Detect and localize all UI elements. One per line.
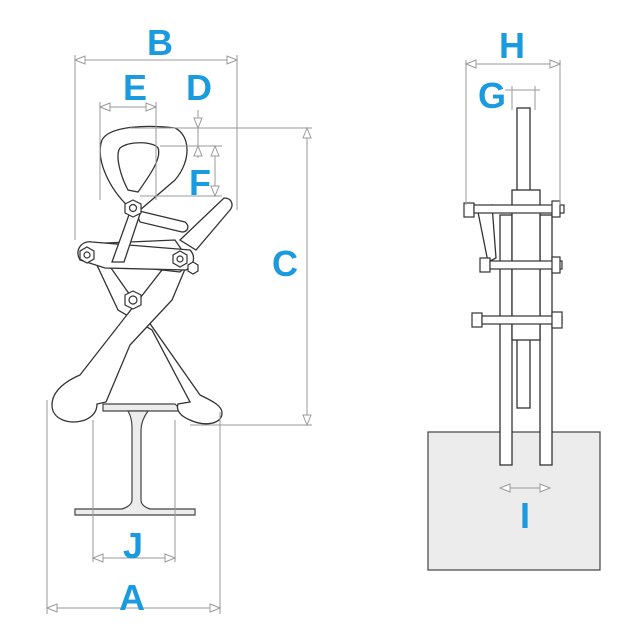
label-e: E [123,67,147,108]
side-view [427,107,601,571]
front-view [51,125,233,516]
label-d: D [186,67,212,108]
lock-lever [133,209,189,233]
label-g: G [478,75,506,116]
bolts-side [463,200,565,329]
nut-small [187,261,199,275]
nut-top [124,199,142,218]
ratchet-handle [178,197,233,251]
jaw-arms [51,239,223,425]
dimension-lines-side [464,59,562,493]
label-f: F [189,162,211,203]
label-c: C [272,243,298,284]
side-plate-right [539,214,553,466]
beam-side [427,431,601,571]
shackle-opening [117,142,160,193]
side-plate-left [499,214,513,466]
nut-left [79,246,95,264]
dimension-lines-front [45,55,312,614]
nut-center [124,290,142,310]
label-i: I [520,495,530,536]
label-j: J [123,525,143,566]
label-b: B [147,22,173,63]
label-h: H [499,25,525,66]
nut-right [172,250,188,268]
label-a: A [119,577,145,618]
